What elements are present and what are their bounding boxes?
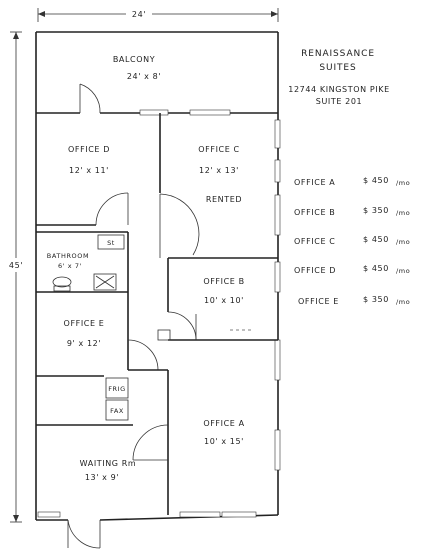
building-name-line1: RENAISSANCE bbox=[301, 49, 375, 59]
balcony-size: 24' x 8' bbox=[127, 72, 161, 81]
office-d-door bbox=[95, 192, 129, 226]
price-list: OFFICE A $ 450 /mo OFFICE B $ 350 /mo OF… bbox=[294, 176, 410, 306]
price-office: OFFICE E bbox=[298, 297, 339, 306]
entry-door bbox=[67, 519, 101, 549]
price-office: OFFICE D bbox=[294, 266, 336, 275]
price-office: OFFICE A bbox=[294, 178, 335, 187]
fax: FAX bbox=[105, 399, 129, 421]
fax-label: FAX bbox=[110, 407, 124, 415]
price-office: OFFICE B bbox=[294, 208, 335, 217]
width-label: 24' bbox=[132, 10, 146, 19]
office-a-label: OFFICE A bbox=[203, 419, 244, 428]
toilet-icon bbox=[52, 276, 72, 292]
price-suffix: /mo bbox=[396, 238, 410, 246]
price-office: OFFICE C bbox=[294, 237, 335, 246]
balcony-label: BALCONY bbox=[113, 55, 155, 64]
address-line2: SUITE 201 bbox=[316, 97, 362, 106]
office-a-door bbox=[132, 424, 169, 461]
height-dimension: 45' bbox=[5, 31, 25, 523]
height-label: 45' bbox=[9, 261, 23, 270]
waiting-label: WAITING Rm bbox=[80, 459, 137, 468]
fridge: FRIG bbox=[105, 377, 129, 399]
price-row: OFFICE B $ 350 /mo bbox=[294, 206, 410, 217]
width-dimension: 24' bbox=[37, 7, 279, 22]
address-line1: 12744 KINGSTON PIKE bbox=[288, 85, 389, 94]
balcony-door bbox=[79, 83, 101, 114]
price-amount: $ 450 bbox=[363, 264, 389, 273]
fridge-label: FRIG bbox=[108, 385, 126, 393]
price-suffix: /mo bbox=[396, 209, 410, 217]
sink-label: St bbox=[107, 239, 115, 247]
office-c-size: 12' x 13' bbox=[199, 166, 239, 175]
bathroom-label: BATHROOM bbox=[47, 252, 89, 260]
right-windows bbox=[274, 119, 281, 471]
price-row: OFFICE D $ 450 /mo bbox=[294, 264, 410, 275]
price-amount: $ 350 bbox=[363, 295, 389, 304]
office-e-door bbox=[127, 339, 159, 371]
office-e-label: OFFICE E bbox=[64, 319, 105, 328]
office-b-label: OFFICE B bbox=[203, 277, 244, 286]
office-c-door bbox=[159, 193, 200, 258]
office-e-size: 9' x 12' bbox=[67, 339, 101, 348]
office-b-size: 10' x 10' bbox=[204, 296, 244, 305]
office-b-door bbox=[167, 311, 197, 341]
price-suffix: /mo bbox=[396, 267, 410, 275]
price-amount: $ 450 bbox=[363, 235, 389, 244]
price-amount: $ 450 bbox=[363, 176, 389, 185]
price-row: OFFICE E $ 350 /mo bbox=[298, 295, 410, 306]
price-suffix: /mo bbox=[396, 179, 410, 187]
office-c-status: RENTED bbox=[206, 195, 242, 204]
office-d-label: OFFICE D bbox=[68, 145, 110, 154]
waiting-size: 13' x 9' bbox=[85, 473, 119, 482]
shower-icon bbox=[93, 273, 117, 291]
office-d-size: 12' x 11' bbox=[69, 166, 109, 175]
sink: St bbox=[97, 234, 125, 250]
outer-walls bbox=[35, 31, 279, 521]
price-amount: $ 350 bbox=[363, 206, 389, 215]
price-row: OFFICE C $ 450 /mo bbox=[294, 235, 410, 246]
office-a-size: 10' x 15' bbox=[204, 437, 244, 446]
price-row: OFFICE A $ 450 /mo bbox=[294, 176, 410, 187]
bathroom-size: 6' x 7' bbox=[58, 262, 82, 270]
price-suffix: /mo bbox=[396, 298, 410, 306]
office-c-label: OFFICE C bbox=[198, 145, 239, 154]
building-name-line2: SUITES bbox=[319, 63, 356, 73]
